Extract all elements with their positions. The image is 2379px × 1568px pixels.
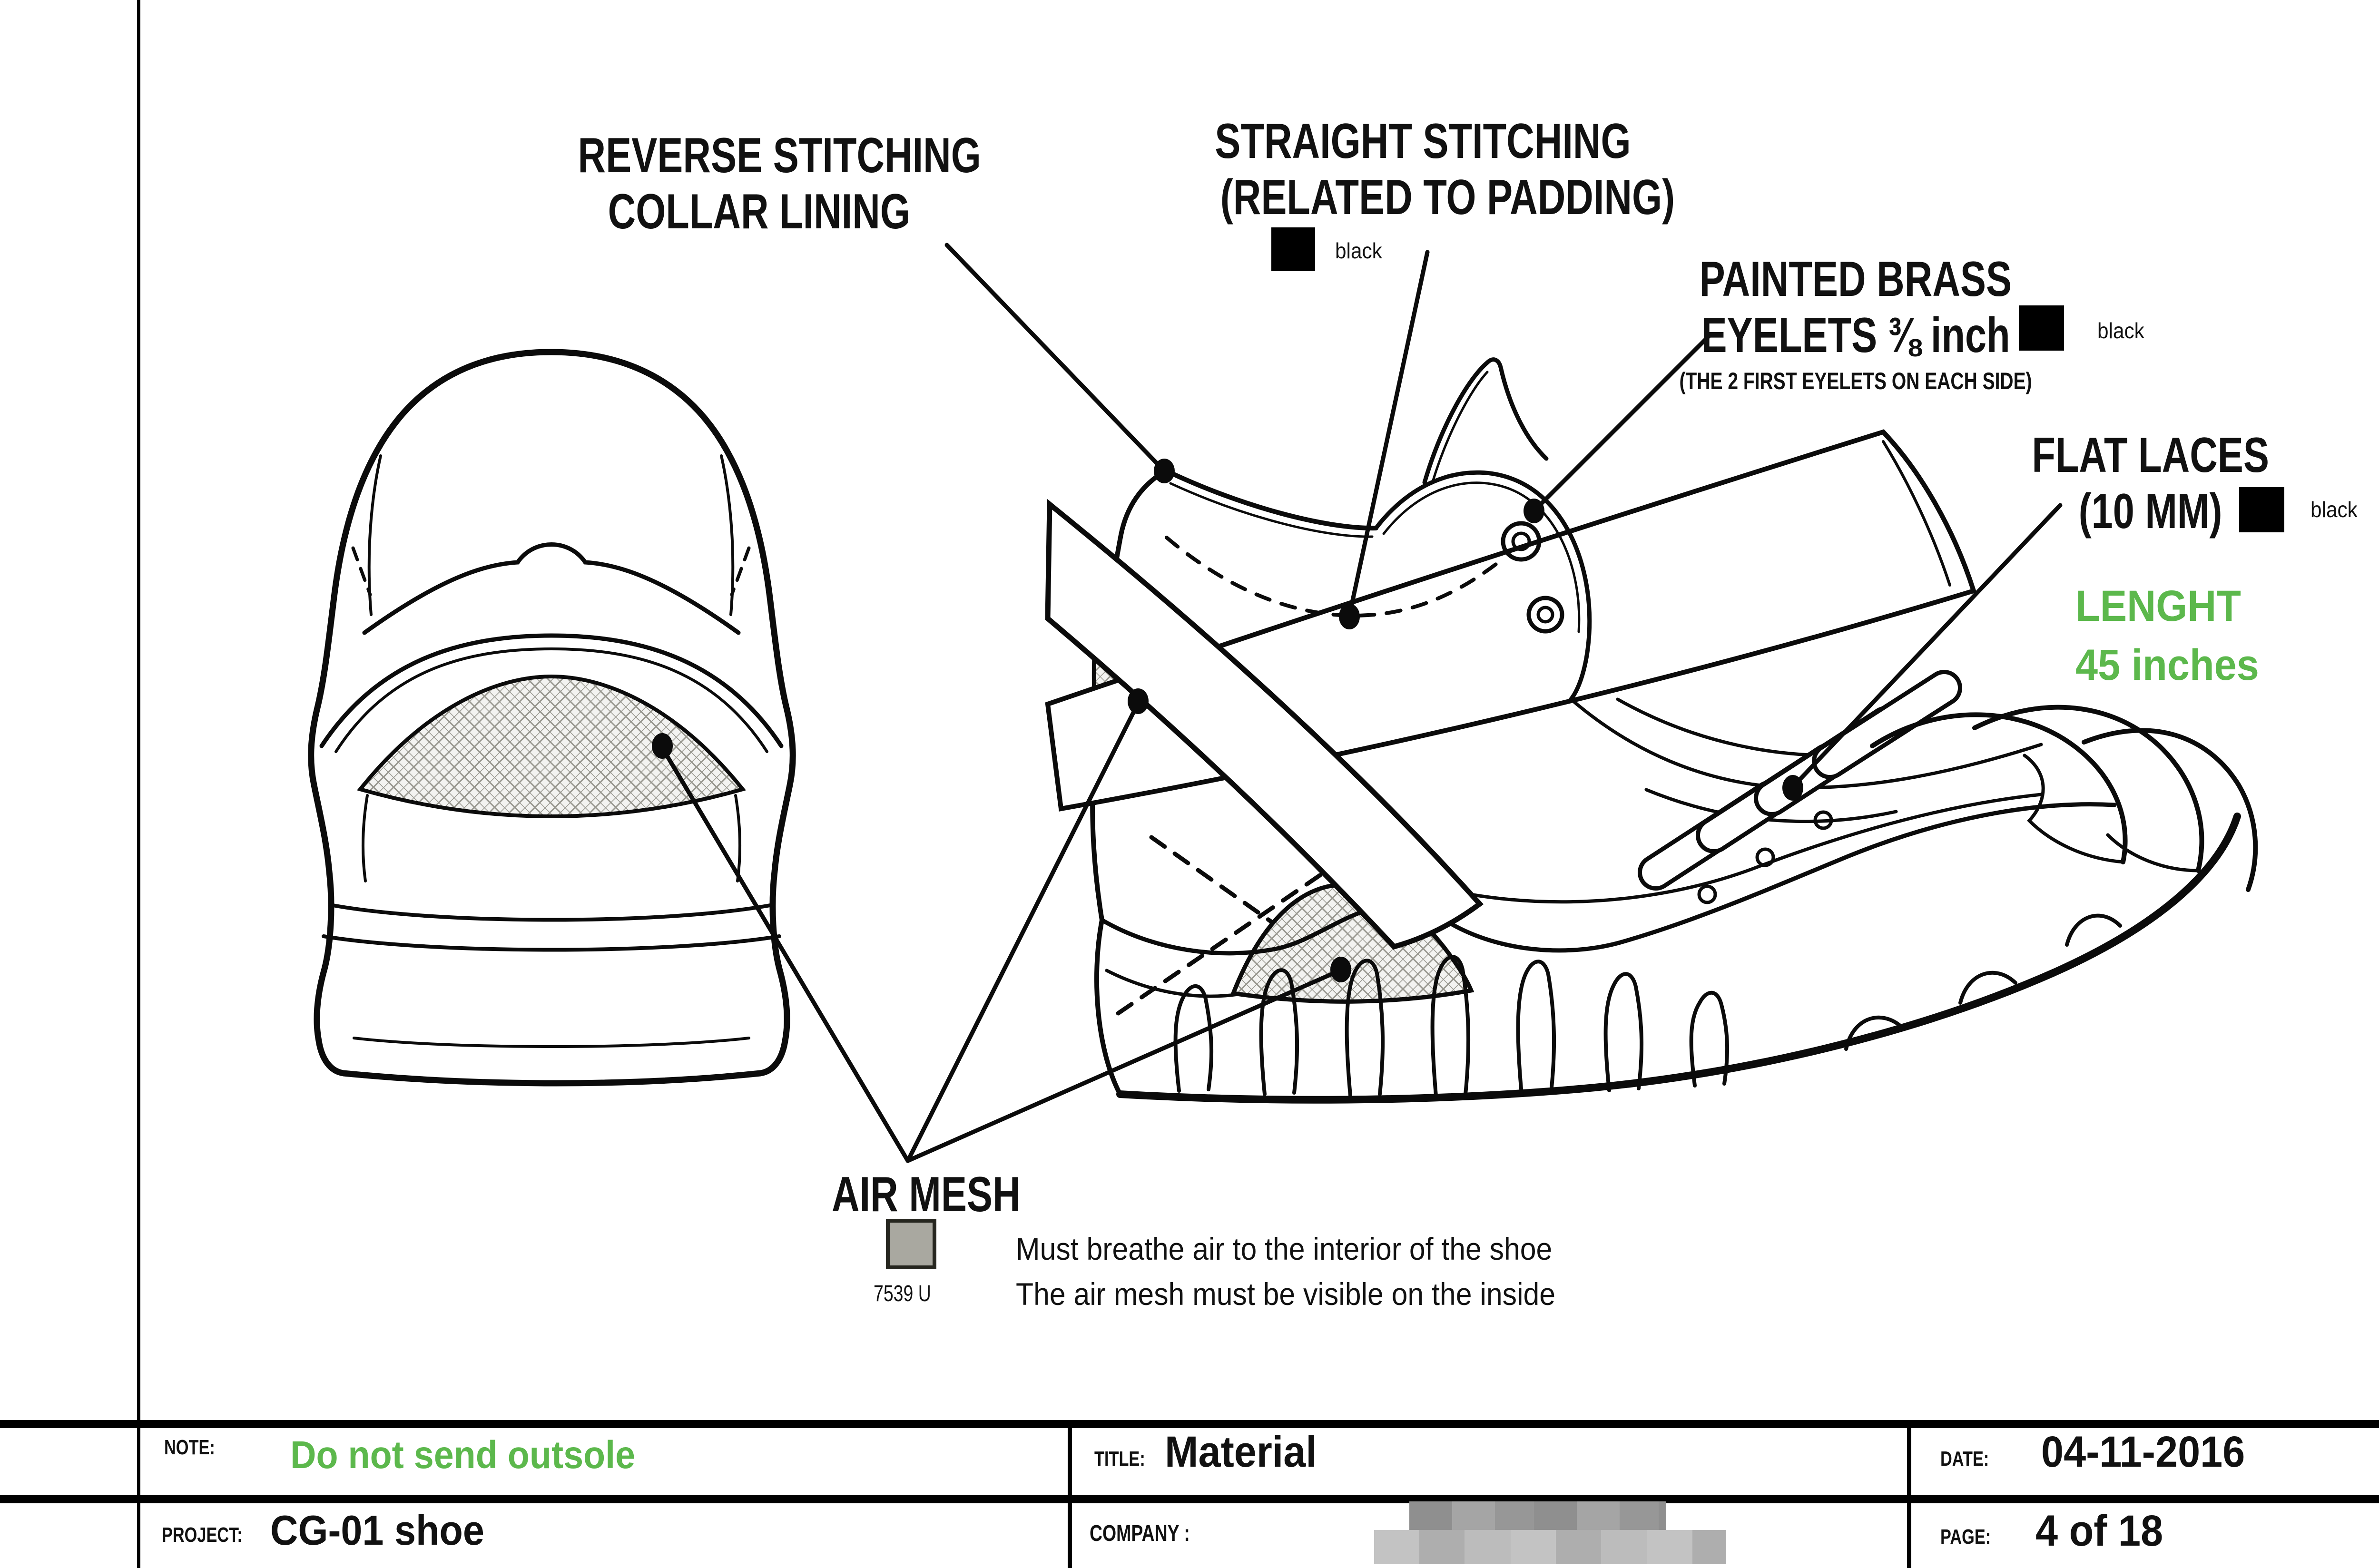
air-mesh-title: AIR MESH	[832, 1167, 1021, 1222]
left-margin-rule	[137, 0, 140, 1568]
air-mesh-desc-line2: The air mesh must be visible on the insi…	[1016, 1276, 1556, 1312]
annotation-straight-stitching: STRAIGHT STITCHING (RELATED TO PADDING)	[1156, 113, 1675, 225]
note-value: Do not send outsole	[290, 1433, 636, 1477]
brass-eyelets-line2: EYELETS ⅜ inch	[1701, 308, 2010, 363]
straight-stitching-line2: (RELATED TO PADDING)	[1220, 170, 1675, 225]
technical-drawing	[308, 243, 2258, 1163]
footer-top-rule	[0, 1420, 2379, 1428]
annotation-flat-laces: FLAT LACES (10 MM)	[1975, 427, 2327, 539]
project-value: CG-01 shoe	[270, 1507, 484, 1554]
flat-laces-swatch-label: black	[2310, 497, 2358, 522]
flat-laces-line1: FLAT LACES	[2032, 428, 2270, 483]
project-label: PROJECT:	[162, 1523, 243, 1547]
laces-length-label: LENGHT	[2075, 582, 2241, 630]
flat-laces-line2: (10 MM)	[2079, 484, 2222, 539]
annotation-reverse-stitching: REVERSE STITCHING COLLAR LINING	[521, 127, 997, 240]
footer-divider-1	[1068, 1420, 1072, 1568]
side-view-drawing	[1045, 357, 2258, 1104]
title-value: Material	[1165, 1428, 1317, 1476]
straight-stitching-color-swatch	[1271, 227, 1315, 271]
callout-leaders	[652, 243, 2063, 1163]
reverse-stitching-line2: COLLAR LINING	[608, 184, 910, 239]
annotation-brass-eyelets: PAINTED BRASS EYELETS ⅜ inch	[1613, 251, 2098, 363]
date-value: 04-11-2016	[2041, 1428, 2245, 1476]
date-label: DATE:	[1940, 1447, 1989, 1470]
brass-eyelets-color-swatch	[2019, 305, 2064, 351]
brass-eyelets-swatch-label: black	[2097, 318, 2144, 343]
footer-middle-rule	[0, 1495, 2379, 1503]
company-value-redacted	[1374, 1530, 1726, 1564]
footer-divider-2	[1907, 1420, 1911, 1568]
company-value-redacted	[1409, 1501, 1666, 1530]
straight-stitching-line1: STRAIGHT STITCHING	[1215, 114, 1631, 169]
air-mesh-color-swatch	[886, 1219, 936, 1269]
straight-stitching-swatch-label: black	[1335, 238, 1382, 263]
back-view-drawing	[308, 349, 796, 1087]
note-label: NOTE:	[164, 1436, 215, 1459]
reverse-stitching-line1: REVERSE STITCHING	[578, 128, 981, 183]
brass-eyelets-line1: PAINTED BRASS	[1699, 252, 2012, 307]
air-mesh-description: Must breathe air to the interior of the …	[1016, 1226, 1602, 1317]
air-mesh-swatch-label: 7539 U	[874, 1281, 931, 1306]
page-label: PAGE:	[1940, 1525, 1991, 1548]
page-value: 4 of 18	[2035, 1507, 2163, 1555]
brass-eyelets-note: (THE 2 FIRST EYELETS ON EACH SIDE)	[1679, 368, 2032, 394]
title-label: TITLE:	[1094, 1447, 1145, 1470]
laces-length-value: 45 inches	[2075, 641, 2259, 689]
air-mesh-desc-line1: Must breathe air to the interior of the …	[1016, 1231, 1553, 1266]
flat-laces-color-swatch	[2239, 487, 2284, 532]
company-label: COMPANY :	[1090, 1521, 1190, 1546]
